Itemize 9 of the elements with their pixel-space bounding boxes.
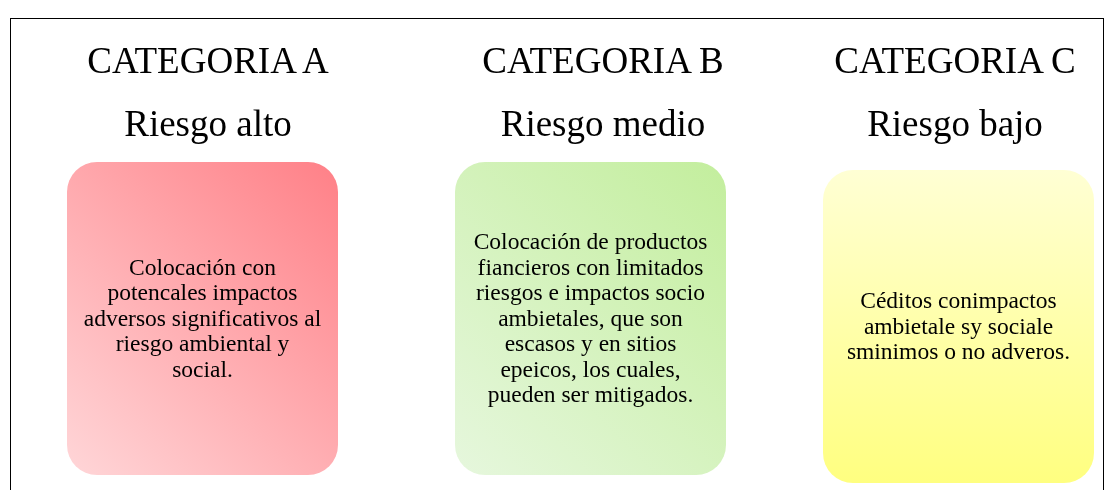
risk-card: Céditos conimpactos ambietale sy sociale sminimos o no adveros. (823, 170, 1094, 483)
risk-level-heading: Riesgo bajo (867, 103, 1043, 145)
category-heading: CATEGORIA A (87, 40, 329, 82)
risk-level-heading: Riesgo alto (124, 103, 292, 145)
risk-level-heading: Riesgo medio (500, 103, 706, 145)
category-heading: CATEGORIA C (834, 40, 1076, 82)
risk-card: Colocación de productos fiancieros con limitados riesgos e impactos socio ambietales, que son escasos y en sitios epeicos, los cuales, pueden ser mitigados. (455, 162, 726, 475)
risk-card: Colocación con potencales impactos adversos significativos al riesgo ambiental y social. (67, 162, 338, 475)
category-heading: CATEGORIA B (482, 40, 724, 82)
